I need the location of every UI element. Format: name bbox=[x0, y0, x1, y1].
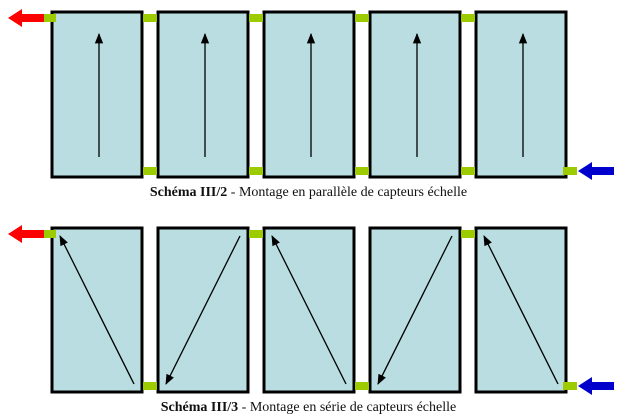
collector-panel bbox=[474, 10, 568, 179]
blue-left-arrow-icon bbox=[578, 162, 614, 180]
red-left-arrow-icon-shape bbox=[8, 9, 44, 27]
outlet-connector bbox=[42, 14, 56, 22]
header-connector bbox=[461, 167, 475, 175]
flow-arrow bbox=[377, 235, 453, 385]
collector-panel bbox=[368, 226, 462, 394]
header-connector bbox=[143, 14, 157, 22]
caption-series-text: - Montage en série de capteurs échelle bbox=[238, 400, 457, 415]
blue-left-arrow-icon-shape bbox=[578, 377, 614, 395]
series-connector bbox=[143, 382, 157, 390]
header-connector bbox=[355, 167, 369, 175]
collector-panel bbox=[262, 10, 356, 179]
collector-panel bbox=[50, 10, 144, 179]
collector-panel bbox=[368, 10, 462, 179]
outlet-connector bbox=[42, 230, 56, 238]
blue-left-arrow-icon-shape bbox=[578, 162, 614, 180]
header-connector bbox=[249, 14, 263, 22]
inlet-connector bbox=[563, 382, 577, 390]
collector-panel bbox=[474, 226, 568, 394]
series-connector bbox=[249, 230, 263, 238]
flow-arrow bbox=[165, 235, 241, 385]
caption-series: Schéma III/3 - Montage en série de capte… bbox=[0, 400, 617, 416]
blue-left-arrow-icon bbox=[578, 377, 614, 395]
caption-parallel: Schéma III/2 - Montage en parallèle de c… bbox=[0, 185, 617, 201]
header-connector bbox=[249, 167, 263, 175]
series-connector bbox=[355, 382, 369, 390]
header-connector bbox=[143, 167, 157, 175]
flow-arrow bbox=[483, 235, 559, 385]
collector-panel bbox=[156, 10, 250, 179]
flow-arrow bbox=[271, 235, 347, 385]
caption-parallel-text: - Montage en parallèle de capteurs échel… bbox=[227, 185, 468, 200]
inlet-connector bbox=[563, 167, 577, 175]
caption-series-label: Schéma III/3 bbox=[160, 400, 239, 415]
caption-parallel-label: Schéma III/2 bbox=[149, 185, 228, 200]
header-connector bbox=[461, 14, 475, 22]
red-left-arrow-icon bbox=[8, 225, 44, 243]
schema-2 bbox=[50, 226, 568, 394]
schema-1 bbox=[50, 10, 568, 179]
series-connector bbox=[461, 230, 475, 238]
red-left-arrow-icon-shape bbox=[8, 225, 44, 243]
red-left-arrow-icon bbox=[8, 9, 44, 27]
header-connector bbox=[355, 14, 369, 22]
flow-arrow bbox=[59, 235, 135, 385]
